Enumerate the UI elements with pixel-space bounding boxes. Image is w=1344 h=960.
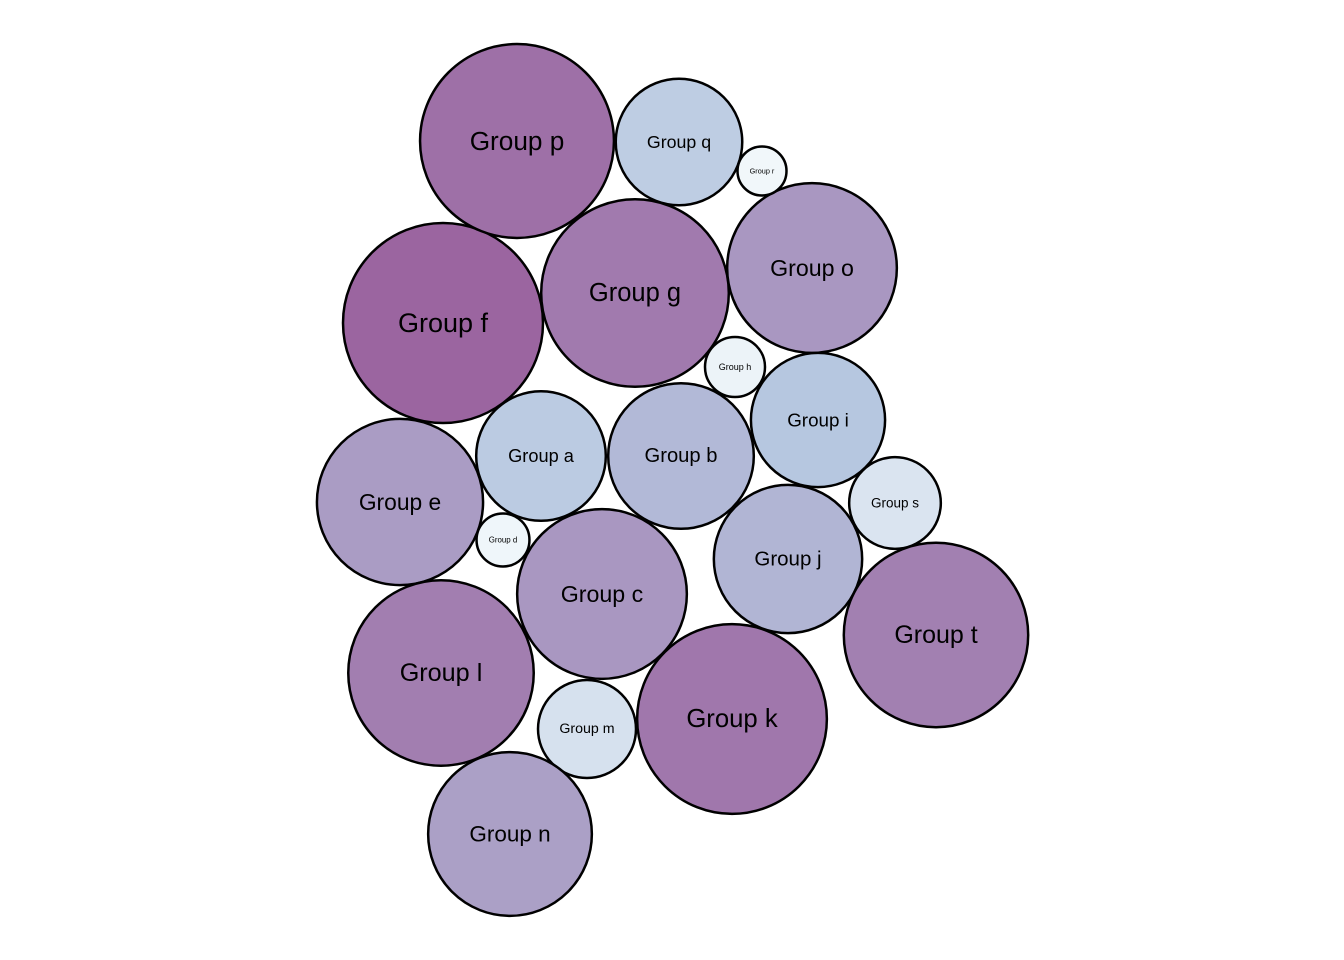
- bubble-circle: [539, 197, 731, 389]
- bubble-label: Group q: [647, 132, 711, 152]
- bubble-circle: [703, 335, 767, 399]
- bubble-circle: [347, 579, 535, 767]
- bubble-circle: [635, 622, 829, 816]
- bubble-circle: [606, 381, 756, 531]
- bubble-circle: [725, 181, 899, 355]
- bubble-group-k: Group k: [635, 622, 829, 816]
- bubble-group-j: Group j: [712, 483, 864, 635]
- bubble-group-h: Group h: [703, 335, 767, 399]
- bubble-circle: [341, 221, 545, 425]
- bubble-label: Group t: [894, 621, 977, 649]
- bubble-circle: [847, 455, 943, 551]
- bubble-label: Group c: [561, 581, 643, 607]
- bubble-label: Group b: [645, 445, 718, 467]
- bubble-label: Group n: [469, 822, 550, 847]
- bubble-circle: [736, 145, 788, 197]
- bubble-group-t: Group t: [842, 541, 1030, 729]
- bubble-label: Group d: [489, 536, 518, 545]
- bubble-group-q: Group q: [614, 77, 744, 207]
- bubble-label: Group s: [871, 496, 919, 511]
- bubble-label: Group k: [686, 705, 778, 733]
- bubble-group-s: Group s: [847, 455, 943, 551]
- bubble-circle: [418, 42, 616, 240]
- bubble-group-m: Group m: [536, 678, 638, 780]
- bubble-label: Group p: [470, 126, 565, 156]
- bubble-label: Group i: [787, 410, 849, 431]
- bubble-group-c: Group c: [515, 507, 689, 681]
- bubble-group-r: Group r: [736, 145, 788, 197]
- bubble-label: Group h: [719, 362, 752, 372]
- bubble-group-f: Group f: [341, 221, 545, 425]
- bubble-group-p: Group p: [418, 42, 616, 240]
- bubble-label: Group e: [359, 489, 441, 515]
- bubble-circle: [536, 678, 638, 780]
- bubble-label: Group m: [559, 721, 614, 737]
- bubble-label: Group j: [754, 548, 821, 571]
- bubble-group-a: Group a: [474, 389, 608, 523]
- bubble-group-e: Group e: [315, 417, 485, 587]
- bubble-circle: [614, 77, 744, 207]
- bubble-circle: [474, 389, 608, 523]
- bubble-group-g: Group g: [539, 197, 731, 389]
- bubble-circle: [515, 507, 689, 681]
- bubble-label: Group l: [400, 659, 483, 687]
- bubble-group-o: Group o: [725, 181, 899, 355]
- bubble-label: Group r: [750, 167, 775, 176]
- bubble-circle: [315, 417, 485, 587]
- bubble-group-n: Group n: [426, 750, 594, 918]
- bubble-label: Group f: [398, 308, 489, 338]
- bubble-group-b: Group b: [606, 381, 756, 531]
- bubble-circle: [475, 512, 531, 568]
- bubble-group-d: Group d: [475, 512, 531, 568]
- bubble-circle: [712, 483, 864, 635]
- bubble-circle: [842, 541, 1030, 729]
- bubble-label: Group o: [770, 255, 854, 281]
- bubble-label: Group g: [589, 279, 681, 307]
- bubble-circle: [426, 750, 594, 918]
- bubble-group-l: Group l: [347, 579, 535, 767]
- bubble-label: Group a: [508, 446, 575, 466]
